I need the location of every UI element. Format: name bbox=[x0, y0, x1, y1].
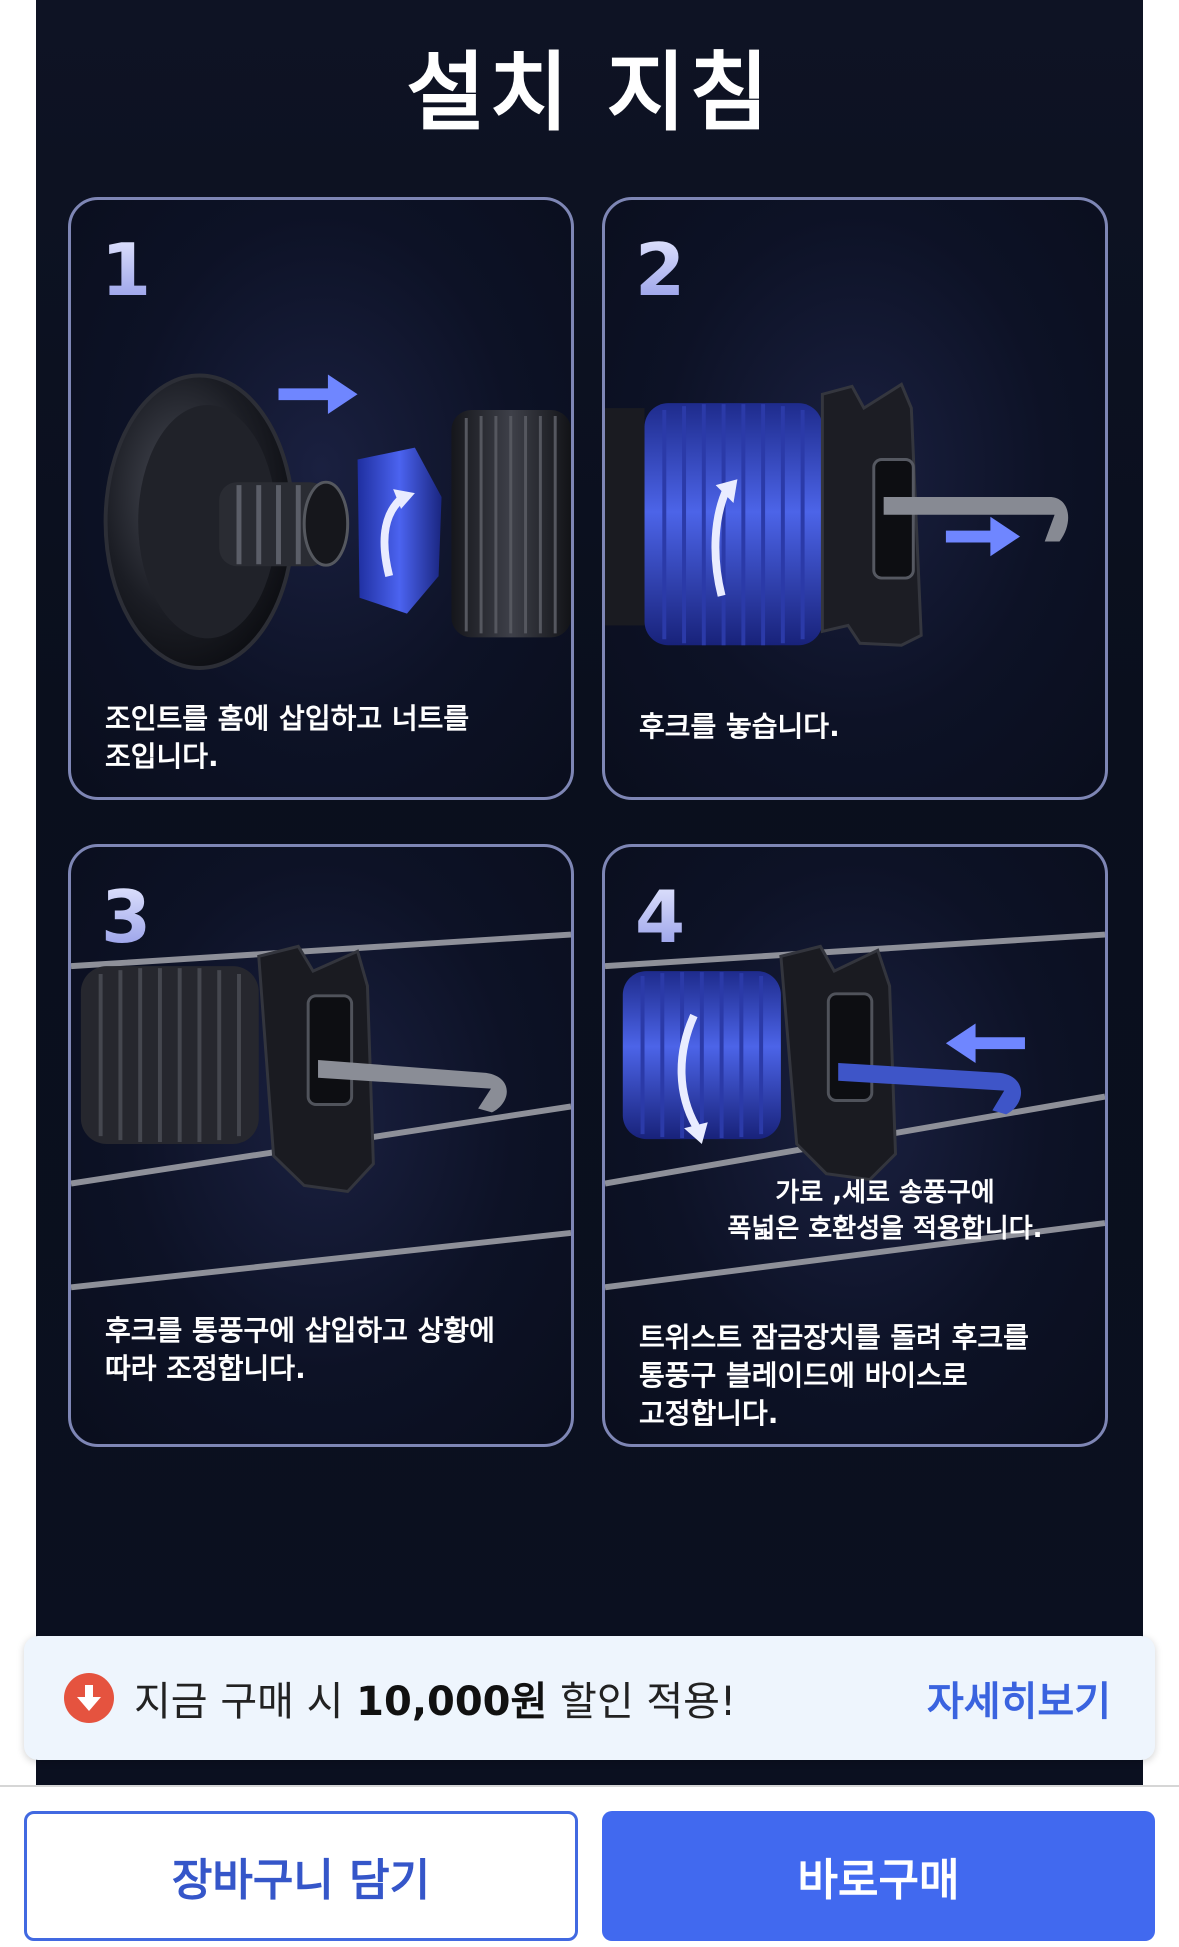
step-number: 3 bbox=[101, 875, 152, 959]
product-detail-image: 설치 지침 bbox=[36, 0, 1143, 1785]
step-4-illustration bbox=[605, 931, 1105, 1291]
installation-guide-title: 설치 지침 bbox=[406, 43, 773, 143]
add-to-cart-button[interactable]: 장바구니 담기 bbox=[24, 1811, 578, 1941]
discount-banner[interactable]: 지금 구매 시 10,000원 할인 적용! 자세히보기 bbox=[24, 1636, 1155, 1760]
discount-message: 지금 구매 시 10,000원 할인 적용! bbox=[134, 1669, 927, 1727]
discount-suffix: 할인 적용! bbox=[547, 1679, 736, 1725]
buy-now-button[interactable]: 바로구매 bbox=[602, 1811, 1155, 1941]
step-caption: 조인트를 홈에 삽입하고 너트를 조입니다. bbox=[105, 702, 470, 773]
step-card-4: 4 가로 ,세로 송풍구에 폭넓은 호환성을 적용합니다. 트위스트 잠금장치를… bbox=[602, 844, 1108, 1447]
step-number: 2 bbox=[635, 228, 686, 312]
arrow-down-circle-icon bbox=[64, 1673, 114, 1723]
step-caption: 후크를 놓습니다. bbox=[639, 710, 840, 743]
step-card-1: 1 조인트를 홈에 삽입하고 너트를 조입니다. bbox=[68, 197, 574, 800]
step-1-illustration bbox=[103, 373, 571, 670]
discount-amount: 10,000원 bbox=[356, 1679, 548, 1725]
bottom-action-bar: 장바구니 담기 바로구매 bbox=[0, 1785, 1179, 1947]
step-2-illustration bbox=[605, 382, 1069, 647]
compatibility-note: 가로 ,세로 송풍구에 폭넓은 호환성을 적용합니다. bbox=[727, 1178, 1043, 1244]
step-caption: 트위스트 잠금장치를 돌려 후크를 통풍구 블레이드에 바이스로 고정합니다. bbox=[639, 1321, 1029, 1430]
step-number: 1 bbox=[101, 228, 152, 312]
step-number: 4 bbox=[635, 875, 686, 959]
step-card-3: 3 후크를 통풍구에 삽입하고 상황에 따라 조정합니다. bbox=[68, 844, 574, 1447]
step-card-2: 2 후크를 놓습니다. bbox=[602, 197, 1108, 800]
view-details-link[interactable]: 자세히보기 bbox=[927, 1679, 1111, 1725]
step-caption: 후크를 통풍구에 삽입하고 상황에 따라 조정합니다. bbox=[105, 1314, 495, 1385]
step-3-illustration bbox=[71, 931, 571, 1291]
discount-prefix: 지금 구매 시 bbox=[134, 1679, 357, 1725]
